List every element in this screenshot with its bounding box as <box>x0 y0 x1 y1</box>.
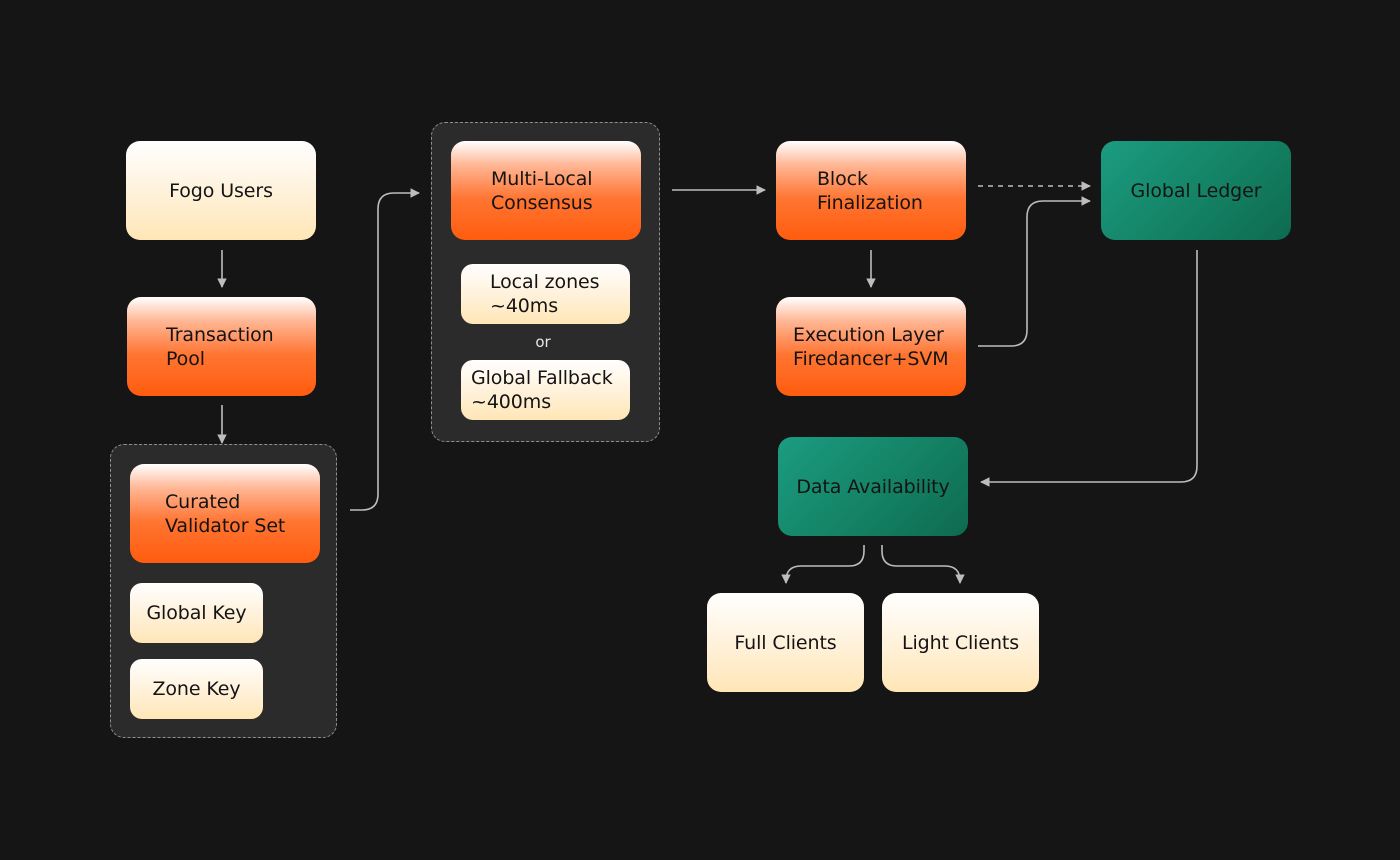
global-ledger-label: Global Ledger <box>1130 179 1262 202</box>
transaction-pool-label-line1: Transaction <box>166 323 274 346</box>
block-finalization-label-line2: Finalization <box>817 191 923 214</box>
global-fallback-label-line1: Global Fallback <box>471 367 613 389</box>
light-clients-node: Light Clients <box>882 593 1039 692</box>
fogo-users-label: Fogo Users <box>169 179 273 202</box>
execution-layer-node: Execution Layer Firedancer+SVM <box>776 297 966 396</box>
global-ledger-node: Global Ledger <box>1101 141 1291 240</box>
data-availability-label: Data Availability <box>796 475 950 498</box>
local-zones-node: Local zones ~40ms <box>461 264 630 324</box>
fogo-users-node: Fogo Users <box>126 141 316 240</box>
zone-key-node: Zone Key <box>130 659 263 719</box>
multi-local-consensus-label-line1: Multi-Local <box>491 167 593 190</box>
arrow-data-to-full-clients <box>781 545 865 584</box>
global-key-node: Global Key <box>130 583 263 643</box>
arrow-validators-to-consensus <box>350 188 420 511</box>
full-clients-label: Full Clients <box>734 631 837 654</box>
execution-layer-label-line2: Firedancer+SVM <box>793 347 949 370</box>
transaction-pool-node: Transaction Pool <box>127 297 316 396</box>
local-zones-label-line1: Local zones <box>490 271 600 293</box>
full-clients-node: Full Clients <box>707 593 864 692</box>
arrow-data-to-light-clients <box>881 545 965 584</box>
global-fallback-label-line2: ~400ms <box>471 391 551 413</box>
data-availability-node: Data Availability <box>778 437 968 536</box>
global-fallback-node: Global Fallback ~400ms <box>461 360 630 420</box>
light-clients-label: Light Clients <box>901 631 1020 654</box>
block-finalization-label-line1: Block <box>817 167 868 190</box>
curated-validator-set-label-line2: Validator Set <box>165 514 286 537</box>
multi-local-consensus-label-line2: Consensus <box>491 191 593 214</box>
multi-local-consensus-node: Multi-Local Consensus <box>451 141 641 240</box>
zone-key-label: Zone Key <box>152 678 241 700</box>
transaction-pool-label-line2: Pool <box>166 347 205 370</box>
block-finalization-node: Block Finalization <box>776 141 966 240</box>
local-zones-label-line2: ~40ms <box>490 295 559 317</box>
or-separator: or <box>535 333 551 351</box>
curated-validator-set-node: Curated Validator Set <box>130 464 320 563</box>
global-key-label: Global Key <box>146 602 247 624</box>
arrow-ledger-to-data-availability <box>980 250 1198 487</box>
arrow-execution-to-ledger <box>978 196 1091 347</box>
execution-layer-label-line1: Execution Layer <box>793 323 944 346</box>
curated-validator-set-label-line1: Curated <box>165 490 241 513</box>
